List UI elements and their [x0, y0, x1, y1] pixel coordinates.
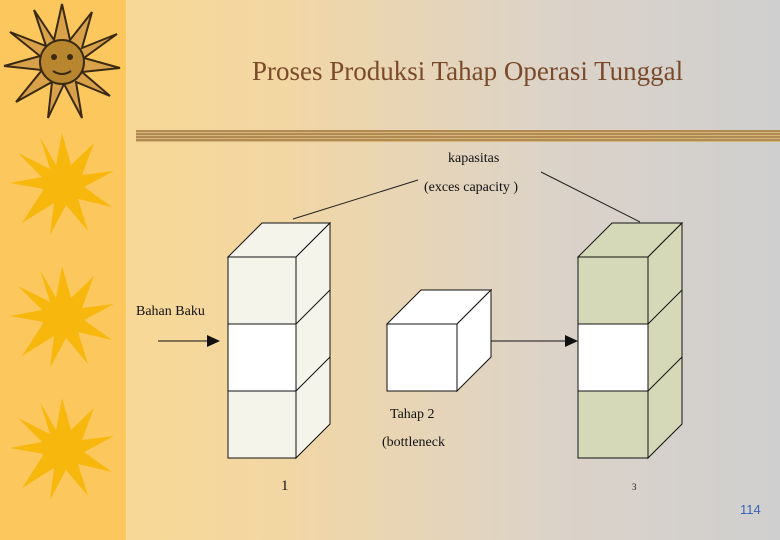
page-number: 114	[740, 502, 761, 517]
sun-face-icon	[3, 3, 121, 119]
stage3-cube-stack	[576, 221, 684, 460]
stage2-cube	[385, 288, 493, 393]
slide-title: Proses Produksi Tahap Operasi Tunggal	[252, 56, 684, 86]
sun-icon	[10, 398, 114, 500]
capacity-note: (exces capacity )	[424, 180, 519, 195]
capacity-label: kapasitas	[448, 151, 500, 166]
stage1-cube-stack	[226, 221, 332, 460]
input-label: Bahan Baku	[136, 304, 205, 319]
stage3-number: 3	[632, 482, 637, 492]
sun-icon	[10, 133, 114, 235]
capacity-line-right	[540, 171, 641, 223]
stage2-note: (bottleneck	[382, 435, 445, 450]
capacity-line-left	[292, 179, 419, 220]
stage1-number: 1	[281, 478, 289, 494]
stage2-label: Tahap 2	[390, 407, 435, 422]
sun-icon	[10, 266, 114, 368]
input-arrow	[158, 335, 220, 347]
title-divider	[136, 130, 780, 142]
flow-arrow	[491, 335, 578, 347]
